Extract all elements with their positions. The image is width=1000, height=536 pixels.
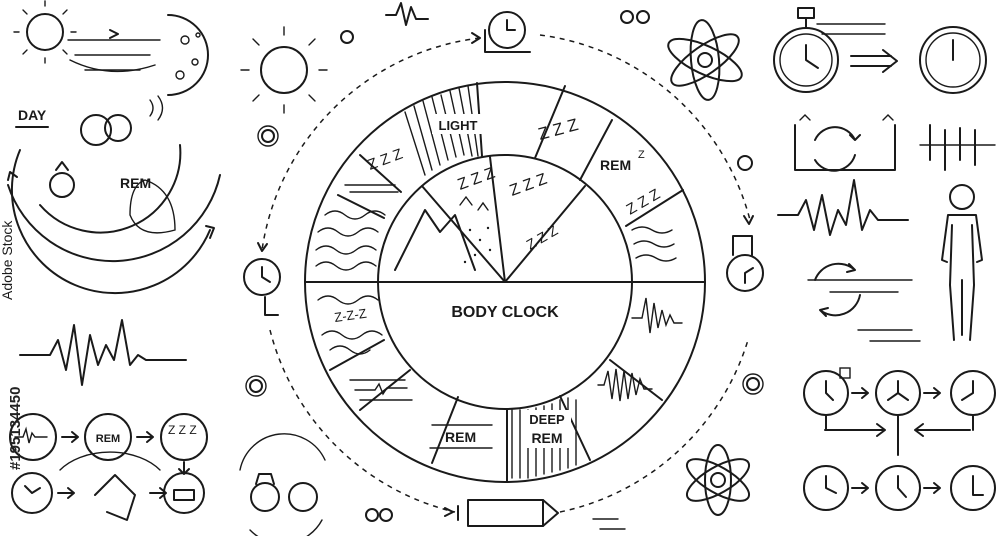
sound-waves-icon xyxy=(149,95,164,121)
wheel-wave-right-bottom xyxy=(597,368,653,402)
dot-icon-right xyxy=(737,155,753,171)
rings-icon xyxy=(239,433,326,536)
stock-id-watermark: #195134450 xyxy=(7,387,24,470)
flow-row-bottom xyxy=(11,451,205,521)
atom-icon-bottom xyxy=(686,444,750,516)
zzz-right-label: Z Z Z xyxy=(624,186,664,219)
zzz-left-top: Z Z Z xyxy=(366,146,405,174)
zzz-inner-middle: Z Z Z xyxy=(508,171,550,200)
center-title: BODY CLOCK xyxy=(451,304,559,321)
moon-icon xyxy=(167,14,209,96)
cycle-arrows-icon xyxy=(814,262,861,317)
left-sun-icon xyxy=(13,0,77,64)
human-body-icon xyxy=(941,184,983,341)
body-clock-wheel: LIGHT Z Z Z REM Z Z Z Z Z Z Z Z Z Z Z Z … xyxy=(304,81,706,483)
stock-site-watermark: Adobe Stock xyxy=(0,220,15,300)
glasses-icon-top xyxy=(620,10,650,24)
graph-stems-icon xyxy=(919,124,996,171)
flower-icon-left-top xyxy=(257,125,279,147)
day-label: DAY xyxy=(18,107,47,123)
flower-icon-right xyxy=(742,373,764,395)
wheel-wave-right-top xyxy=(631,297,683,334)
light-label: LIGHT xyxy=(439,118,478,133)
ring-dividers xyxy=(304,82,684,483)
decorative-lines xyxy=(592,23,921,530)
mountain-icon xyxy=(394,195,492,271)
zzz-small-left: Z-Z-Z xyxy=(333,306,367,325)
left-brainwave xyxy=(19,319,187,386)
flower-icon-left-bottom xyxy=(245,375,267,397)
dashed-orbit xyxy=(257,32,754,517)
small-pulse-icon xyxy=(385,2,429,26)
left-sector-lines xyxy=(315,184,413,401)
wind-lines xyxy=(67,29,161,73)
sleep-cycle-arcs xyxy=(7,144,221,295)
right-wave-lines xyxy=(631,226,677,262)
atom-icon-top xyxy=(667,19,743,101)
right-brainwave xyxy=(777,179,909,236)
inner-dividers xyxy=(421,156,586,283)
deep-label-line2: REM xyxy=(531,430,562,446)
left-rem-label: REM xyxy=(120,175,151,191)
right-clock-icon xyxy=(726,235,764,292)
bubbles-icon xyxy=(80,114,132,146)
zzz-inner-right: Z Z Z xyxy=(524,222,561,253)
clock-flow-chart xyxy=(803,367,996,511)
zzz-top-label: Z Z Z xyxy=(536,115,580,144)
recycle-bin-icon xyxy=(794,114,896,172)
bottom-rem-lines xyxy=(429,424,493,449)
ring-icon-left xyxy=(49,161,75,198)
sun-icon xyxy=(240,26,328,114)
rem-top-label: REM xyxy=(600,157,631,173)
deep-label-line1: DEEP xyxy=(529,412,565,427)
left-clock-icon xyxy=(243,258,281,316)
flow-row-top xyxy=(9,413,208,461)
flow-rem-label: REM xyxy=(96,433,120,445)
double-arrow-icon xyxy=(850,49,898,73)
zzz-inner-left: Z Z Z xyxy=(456,165,498,194)
rem-bottom-label: REM xyxy=(445,429,476,445)
flow-zzz-label: Z Z Z xyxy=(168,423,197,437)
glasses-icon-bottom xyxy=(365,508,393,522)
bottom-pen-icon xyxy=(457,499,559,527)
rem-top-z: Z xyxy=(638,149,645,161)
top-clock-icon xyxy=(484,11,531,53)
bubble-icon xyxy=(340,30,354,44)
stopwatch-icon xyxy=(773,7,839,93)
wall-clock-icon xyxy=(919,26,987,94)
